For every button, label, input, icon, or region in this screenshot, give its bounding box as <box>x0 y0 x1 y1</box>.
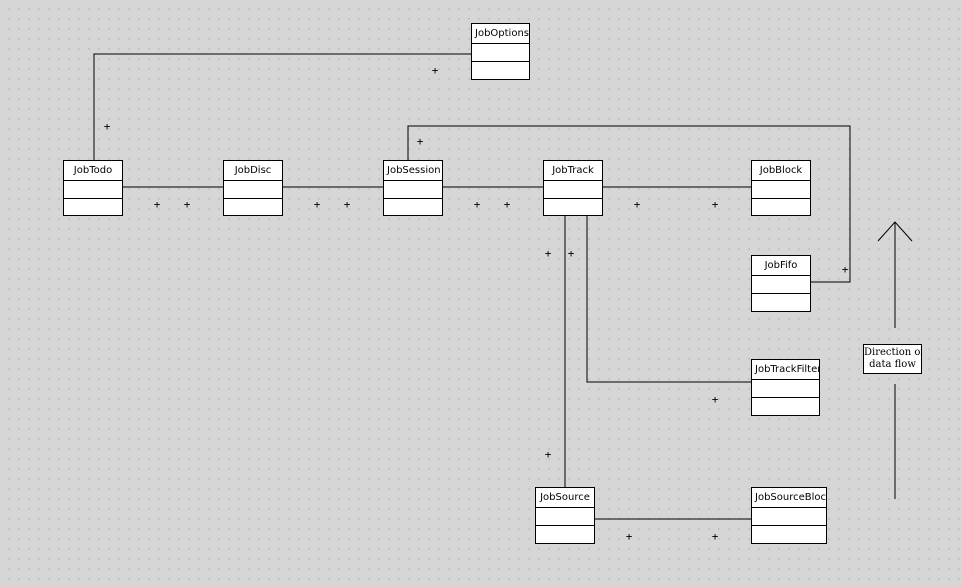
class-attributes <box>384 181 442 199</box>
data-flow-note: Direction of data flow <box>863 344 922 374</box>
class-box-jobsource[interactable]: JobSource <box>535 487 595 544</box>
multiplicity-marker: + <box>625 530 633 543</box>
class-box-jobsession[interactable]: JobSession <box>383 160 443 216</box>
multiplicity-marker: + <box>711 393 719 406</box>
multiplicity-marker: + <box>567 247 575 260</box>
multiplicity-marker: + <box>633 198 641 211</box>
class-operations <box>64 199 122 215</box>
class-operations <box>752 199 810 215</box>
class-attributes <box>752 181 810 199</box>
class-attributes <box>472 44 529 62</box>
class-operations <box>752 526 826 543</box>
multiplicity-marker: + <box>343 198 351 211</box>
class-attributes <box>752 380 819 398</box>
class-box-joboptions[interactable]: JobOptions <box>471 23 530 80</box>
class-attributes <box>752 508 826 526</box>
multiplicity-marker: + <box>711 198 719 211</box>
class-box-jobtrack[interactable]: JobTrack <box>543 160 603 216</box>
multiplicity-marker: + <box>544 247 552 260</box>
assoc-track-filter <box>586 215 751 383</box>
multiplicity-marker: + <box>503 198 511 211</box>
class-name: JobOptions <box>472 24 529 44</box>
class-name: JobBlock <box>752 161 810 181</box>
multiplicity-marker: + <box>416 135 424 148</box>
class-attributes <box>224 181 282 199</box>
multiplicity-marker: + <box>183 198 191 211</box>
class-name: JobTodo <box>64 161 122 181</box>
multiplicity-marker: + <box>153 198 161 211</box>
class-name: JobTrack <box>544 161 602 181</box>
assoc-session-fifo <box>407 125 851 283</box>
class-box-jobfifo[interactable]: JobFifo <box>751 255 811 312</box>
multiplicity-marker: + <box>313 198 321 211</box>
class-operations <box>224 199 282 215</box>
multiplicity-marker: + <box>711 530 719 543</box>
class-box-jobblock[interactable]: JobBlock <box>751 160 811 216</box>
class-operations <box>752 398 819 415</box>
direction-arrow-head <box>877 221 913 242</box>
class-attributes <box>536 508 594 526</box>
class-name: JobSession <box>384 161 442 181</box>
class-box-jobtrackfilter[interactable]: JobTrackFilter <box>751 359 820 416</box>
class-operations <box>472 62 529 79</box>
class-name: JobDisc <box>224 161 282 181</box>
multiplicity-marker: + <box>431 64 439 77</box>
note-line-1: Direction of <box>864 347 922 358</box>
multiplicity-marker: + <box>103 120 111 133</box>
multiplicity-marker: + <box>544 448 552 461</box>
class-attributes <box>64 181 122 199</box>
class-name: JobFifo <box>752 256 810 276</box>
class-operations <box>384 199 442 215</box>
class-attributes <box>544 181 602 199</box>
class-name: JobSource <box>536 488 594 508</box>
class-operations <box>536 526 594 543</box>
class-attributes <box>752 276 810 294</box>
note-line-2: data flow <box>869 359 916 370</box>
class-operations <box>544 199 602 215</box>
class-box-jobdisc[interactable]: JobDisc <box>223 160 283 216</box>
assoc-todo-options <box>93 53 471 160</box>
class-name: JobSourceBlock <box>752 488 826 508</box>
class-box-jobsourceblock[interactable]: JobSourceBlock <box>751 487 827 544</box>
class-box-jobtodo[interactable]: JobTodo <box>63 160 123 216</box>
class-operations <box>752 294 810 311</box>
class-name: JobTrackFilter <box>752 360 819 380</box>
multiplicity-marker: + <box>841 263 849 276</box>
multiplicity-marker: + <box>473 198 481 211</box>
